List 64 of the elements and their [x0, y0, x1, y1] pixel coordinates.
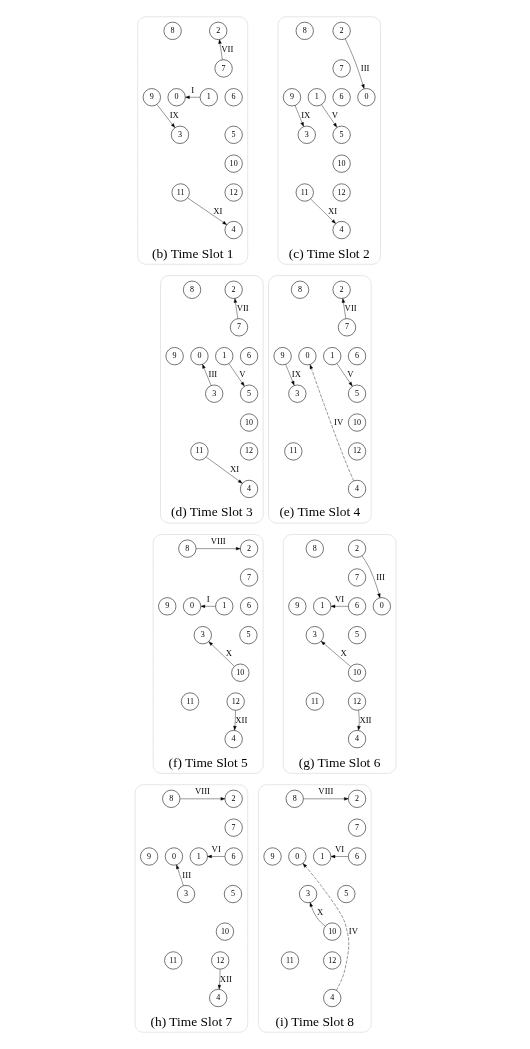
- arrow: [195, 547, 240, 551]
- edge-label: IX: [169, 110, 179, 121]
- arrow: [184, 95, 200, 99]
- edge-label: VII: [220, 43, 233, 54]
- edge-label: III: [360, 62, 369, 73]
- edge-label: VIII: [194, 786, 210, 797]
- edge-label: XII: [234, 714, 247, 725]
- edge-label: X: [339, 648, 347, 659]
- edge-label: III: [181, 869, 191, 880]
- arrow: [302, 797, 349, 801]
- arrow: [205, 456, 242, 484]
- arrow: [228, 363, 244, 387]
- arrow: [186, 197, 227, 225]
- arrow: [309, 364, 354, 481]
- edge-label: XII: [219, 973, 232, 984]
- arrow: [302, 863, 349, 991]
- edge-label: VI: [334, 844, 344, 855]
- edge-label: VIII: [317, 786, 333, 797]
- arrow: [330, 854, 348, 859]
- edge-label: IV: [333, 416, 343, 427]
- arrow: [309, 902, 325, 927]
- edge-label: XI: [212, 205, 222, 216]
- arrow: [201, 364, 211, 386]
- edge-label: VII: [344, 302, 357, 313]
- edge-label: VIII: [210, 536, 226, 547]
- edge-label: V: [346, 369, 353, 380]
- arrow: [336, 363, 352, 387]
- arrow: [356, 710, 361, 731]
- edge-label: VII: [236, 302, 249, 313]
- edge-label: XI: [229, 464, 239, 475]
- edge-label: IX: [300, 110, 310, 121]
- arrow: [200, 604, 216, 608]
- arrow: [208, 641, 234, 667]
- arrow: [341, 298, 346, 319]
- edge-label: X: [316, 907, 323, 918]
- edge-label: I: [190, 84, 194, 95]
- arrow: [320, 641, 351, 667]
- arrow: [156, 104, 175, 128]
- edge-label: IV: [348, 925, 358, 936]
- arrow: [310, 198, 336, 224]
- arrow: [233, 298, 238, 319]
- arrow: [294, 105, 304, 127]
- edge-label: I: [206, 593, 210, 604]
- edge-label: IX: [291, 369, 301, 380]
- arrow: [284, 364, 294, 386]
- arrow: [344, 38, 364, 89]
- edge-label: VI: [211, 844, 221, 855]
- arrow: [361, 555, 380, 598]
- edge-label: VI: [334, 593, 344, 604]
- arrow: [175, 864, 184, 886]
- edge-label: XII: [358, 714, 371, 725]
- arrow: [217, 969, 221, 990]
- arrow: [206, 854, 225, 859]
- arrow: [179, 797, 225, 801]
- arrow: [217, 39, 223, 60]
- edge-label: III: [208, 369, 217, 380]
- edge-label: V: [238, 369, 246, 380]
- arrow: [320, 104, 337, 128]
- edge-label: X: [225, 648, 232, 659]
- edge-label: XI: [327, 205, 337, 216]
- edge-label: V: [331, 110, 338, 121]
- arrow: [232, 710, 236, 731]
- edge-label: III: [375, 571, 385, 582]
- arrow: [330, 604, 348, 608]
